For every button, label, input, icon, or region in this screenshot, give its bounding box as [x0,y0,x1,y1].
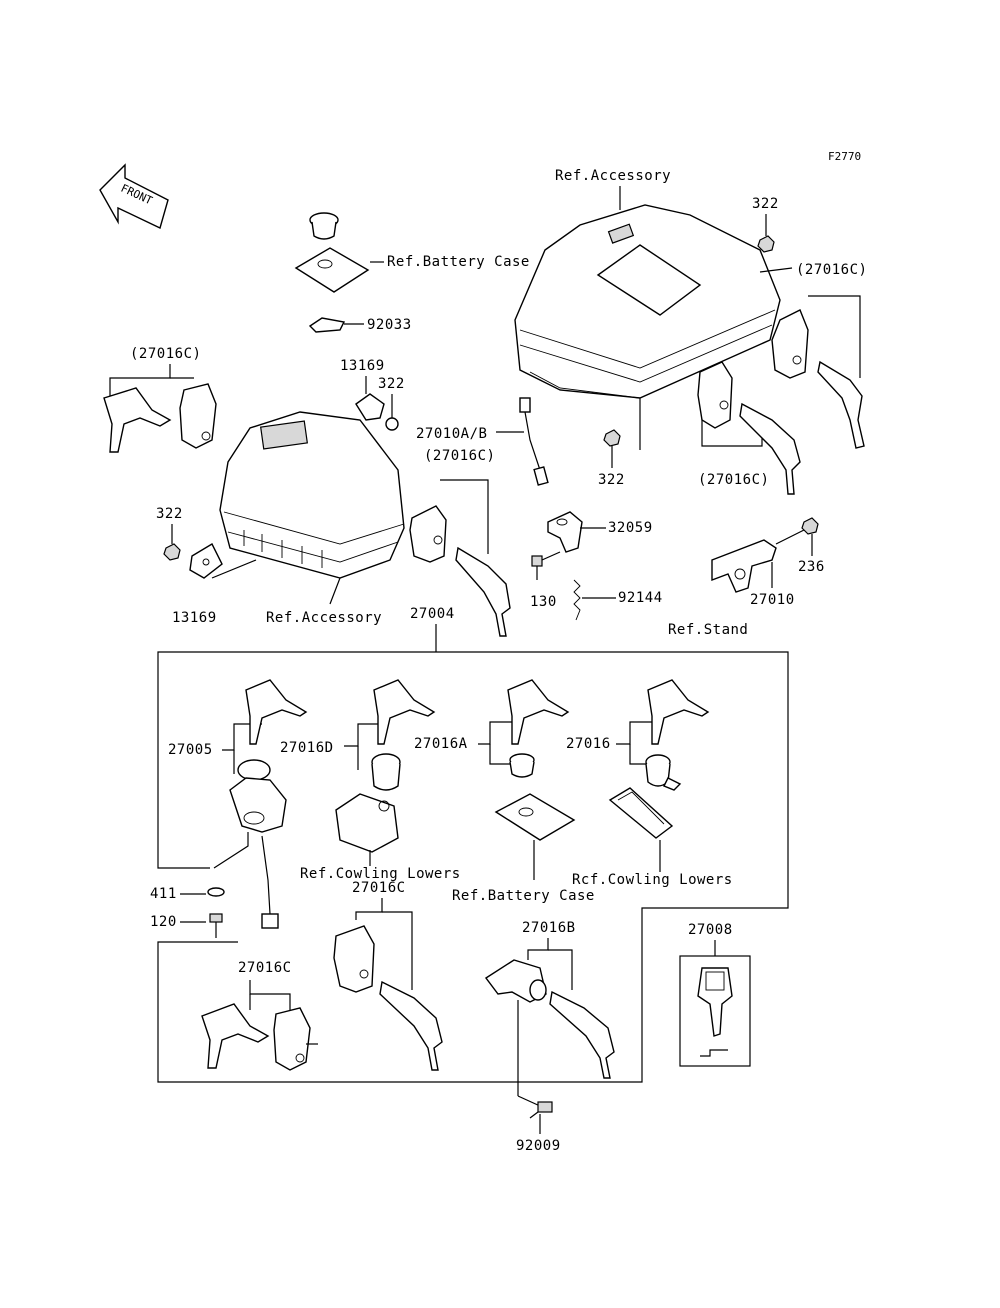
part-27016B: 27016B [522,920,576,936]
part-322-left-bottom: 322 [156,506,183,522]
nut-322-b [603,429,621,447]
set-27004-frame [157,651,789,1083]
spring-92144 [573,579,581,621]
ref-cowling-lowers-1: Ref.Cowling Lowers [300,866,461,882]
battery-plate-lower [494,793,576,841]
part-27016C-mid-left: (27016C) [424,448,495,464]
ignition-switch-27005 [229,759,287,929]
cowling-lock-right [608,787,674,839]
part-27016C-top-right: (27016C) [796,262,867,278]
key-27016C-lower-left [201,1003,270,1069]
lock-27016C-left [179,383,217,449]
key-27016B [549,990,615,1079]
part-27004: 27004 [410,606,455,622]
screw-92009 [529,1101,553,1119]
bolt-236 [801,517,819,535]
key-blank-27008 [697,967,733,1037]
part-27016A: 27016A [414,736,468,752]
part-322-mid: 322 [598,472,625,488]
part-92033: 92033 [367,317,412,333]
cap-lock-27016D [371,753,401,791]
part-13169-bottom: 13169 [172,610,217,626]
plate-13169-bottom [189,543,223,579]
part-322-top-right: 322 [752,196,779,212]
key-27016C-lower-mid [379,980,443,1071]
battery-case-plate [294,247,370,293]
part-92009: 92009 [516,1138,561,1154]
side-case-left [219,411,405,579]
bolt-130 [531,555,543,580]
ref-stand: Ref.Stand [668,622,748,638]
cable-27010AB [519,397,549,486]
ref-accessory-top: Ref.Accessory [555,168,671,184]
key-27016A [507,679,570,745]
ref-battery-case-top: Ref.Battery Case [387,254,530,270]
nut-322-d [163,543,181,561]
part-27008: 27008 [688,922,733,938]
diagram-code: F2770 [828,150,861,163]
part-27016D: 27016D [280,740,334,756]
key-27016C-right-a [817,360,865,449]
part-27010: 27010 [750,592,795,608]
key-27016 [647,679,710,745]
washer-411 [207,887,225,897]
part-27016: 27016 [566,736,611,752]
lock-27016C-right-a [771,309,809,379]
part-27016C-lower-left: 27016C [238,960,292,976]
part-27016C-top-left: (27016C) [130,346,201,362]
clip-92033 [308,317,346,333]
key-27016D [373,679,436,745]
nut-322-a [757,235,775,253]
ref-battery-case-bottom: Ref.Battery Case [452,888,595,904]
plate-13169-top [355,393,385,421]
key-blank-box [679,955,751,1067]
lock-27016C-lower [333,925,375,993]
key-27016C-mid [455,546,511,637]
part-322-left-top: 322 [378,376,405,392]
key-27016C-left [103,387,172,453]
lock-27016C-lower-left [273,1007,318,1071]
key-27016C-right-b [739,402,801,495]
ref-accessory-bottom: Ref.Accessory [266,610,382,626]
lock-27016 [645,754,682,791]
lock-27016B [484,959,547,1003]
battery-case-cap [309,212,339,240]
part-120: 120 [150,914,177,930]
part-411: 411 [150,886,177,902]
front-arrow-icon: FRONT [99,163,169,229]
ref-cowling-lowers-2: Rcf.Cowling Lowers [572,872,733,888]
part-13169-top: 13169 [340,358,385,374]
bracket-27010 [711,539,777,593]
part-92144: 92144 [618,590,663,606]
part-27016C-lower-mid: 27016C [352,880,406,896]
part-27010AB: 27010A/B [416,426,487,442]
key-27005 [245,679,308,745]
part-236: 236 [798,559,825,575]
part-130: 130 [530,594,557,610]
part-27005: 27005 [168,742,213,758]
lock-27016C-mid [409,505,447,563]
cowling-lock-left [335,793,399,853]
cap-27016A [509,753,535,778]
top-case-right [514,204,781,399]
part-27016C-mid-right: (27016C) [698,472,769,488]
bolt-120 [209,913,223,938]
plate-32059 [547,511,583,553]
lock-27016C-right-b [697,361,733,429]
part-32059: 32059 [608,520,653,536]
